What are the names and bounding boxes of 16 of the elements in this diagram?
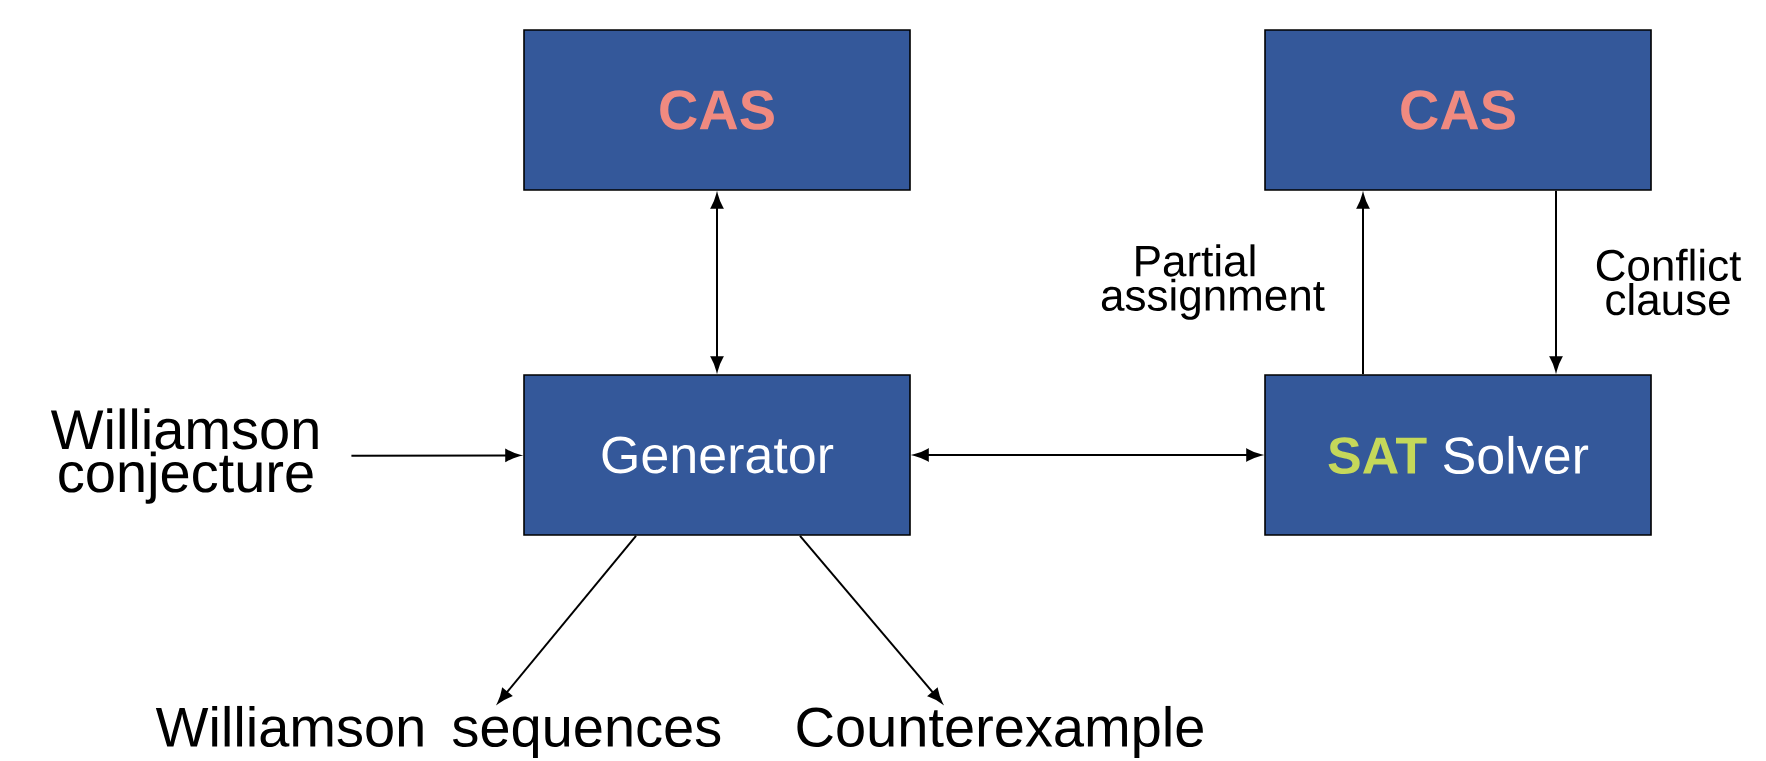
process-box: CAS — [523, 29, 911, 191]
edge-label: Partial assignment — [1101, 244, 1325, 320]
arrow — [1356, 193, 1370, 376]
arrow — [799, 534, 943, 704]
output-label: Counterexample — [797, 705, 1203, 759]
edge-label: Conflict clause — [1596, 248, 1742, 316]
input-label: Williamson conjecture — [50, 408, 318, 504]
arrow — [350, 449, 521, 462]
arrow — [913, 448, 1262, 462]
arrow — [1549, 189, 1563, 372]
process-box: SAT Solver — [1264, 374, 1652, 536]
output-label: Williamson sequences — [155, 705, 721, 759]
arrow — [710, 193, 724, 372]
process-box: CAS — [1264, 29, 1652, 191]
arrow — [497, 534, 637, 704]
process-box: Generator — [523, 374, 911, 536]
